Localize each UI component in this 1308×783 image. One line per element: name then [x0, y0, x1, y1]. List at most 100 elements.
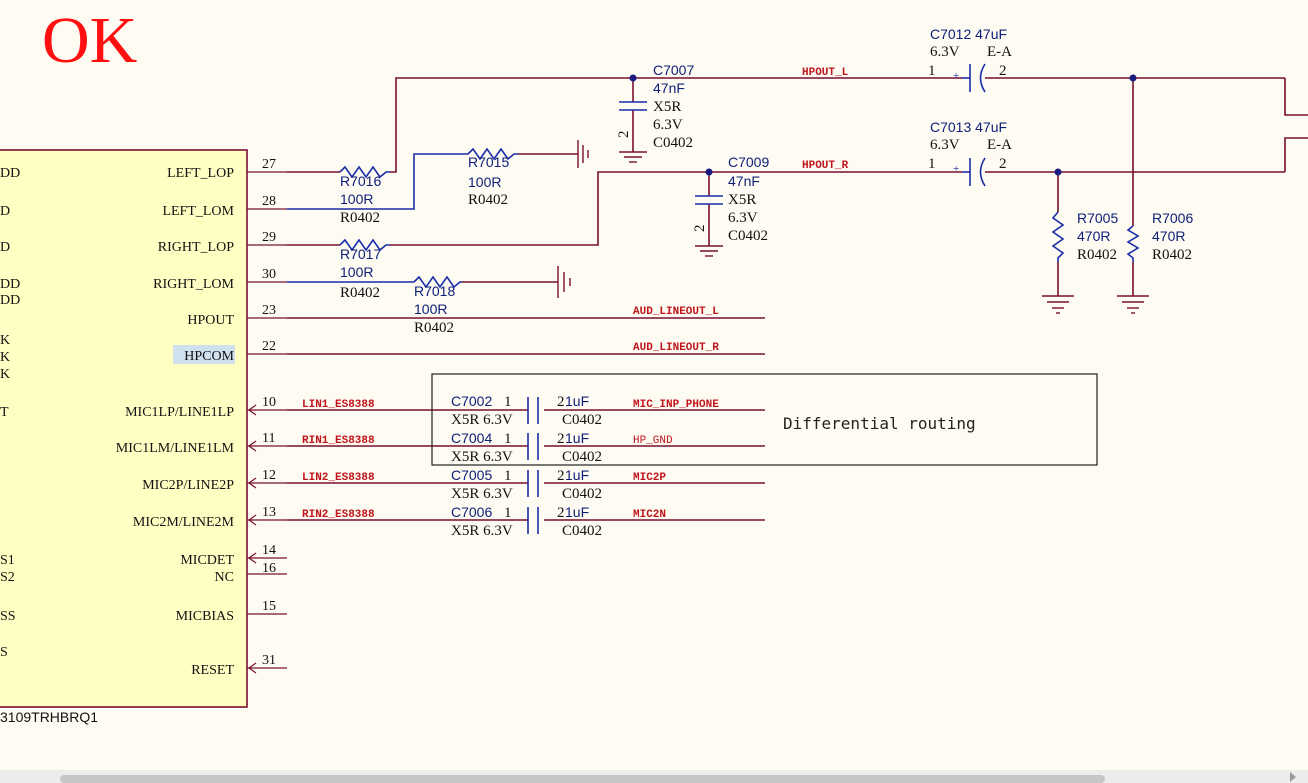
c7012-plus: +	[953, 70, 959, 82]
c7013-type: E-A	[987, 137, 1012, 153]
pin-name-mic1lp: MIC1LP/LINE1LP	[125, 405, 234, 420]
c7004-val: 1uF	[565, 430, 589, 446]
net-lin2: LIN2_ES8388	[302, 472, 375, 484]
resistor-symbols[interactable]	[339, 147, 1140, 289]
ceramic-caps[interactable]	[527, 101, 723, 534]
capacitor-labels: C7007 47nF X5R 6.3V C0402 2 C7009 47nF X…	[451, 26, 1012, 539]
c7012-ref: C7012 47uF	[930, 26, 1007, 42]
net-hpout-r: HPOUT_R	[802, 160, 849, 172]
pin-name-mic2m: MIC2M/LINE2M	[133, 515, 235, 530]
ic-left-pin-label: K	[0, 333, 10, 348]
net-rin2: RIN2_ES8388	[302, 509, 375, 521]
c7005-pkg: C0402	[562, 486, 602, 502]
c7012-volt: 6.3V	[930, 44, 960, 60]
r7006-ref: R7006	[1152, 210, 1193, 226]
r7015-ref: R7015	[468, 154, 509, 170]
ic-pin-lines[interactable]: 27 28 29 30 23 22 10 11 12 13 14 16 15 3…	[247, 157, 287, 674]
c7005-val: 1uF	[565, 467, 589, 483]
c7012-p2: 2	[999, 63, 1007, 79]
c7007-pin: 2	[616, 131, 632, 139]
net-hpout-l: HPOUT_L	[802, 67, 849, 79]
r7017-ref: R7017	[340, 246, 381, 262]
c7006-pkg: C0402	[562, 523, 602, 539]
output-wires[interactable]	[287, 77, 1308, 521]
c7006-spec: X5R 6.3V	[451, 523, 513, 539]
ic-left-pin-label: SS	[0, 609, 16, 624]
ic-body[interactable]	[0, 149, 248, 708]
junction-dots	[629, 74, 1137, 176]
horizontal-scrollbar[interactable]	[0, 770, 1308, 783]
c7002-pkg: C0402	[562, 412, 602, 428]
scroll-right-arrow-icon[interactable]	[1290, 772, 1296, 782]
net-mic2n: MIC2N	[633, 509, 666, 521]
c7006-p1: 1	[504, 505, 512, 521]
c7002-val: 1uF	[565, 393, 589, 409]
net-hp-gnd: HP_GND	[633, 435, 673, 447]
c7005-p1: 1	[504, 468, 512, 484]
pin-name-micbias: MICBIAS	[176, 609, 234, 624]
ic-left-pin-label: S1	[0, 553, 15, 568]
c7013-p2: 2	[999, 156, 1007, 172]
net-aud-lineout-r: AUD_LINEOUT_R	[633, 342, 719, 354]
c7002-ref: C7002	[451, 393, 492, 409]
r7015-pkg: R0402	[468, 192, 508, 208]
pin-num: 10	[262, 395, 276, 410]
ground-symbols	[557, 140, 1149, 314]
ic-left-pin-label: S	[0, 645, 8, 660]
r7005-val: 470R	[1077, 228, 1110, 244]
r7018-pkg: R0402	[414, 320, 454, 336]
c7009-pkg: C0402	[728, 228, 768, 244]
ic-left-pin-label: S2	[0, 570, 15, 585]
r7018-ref: R7018	[414, 283, 455, 299]
r7018-val: 100R	[414, 301, 447, 317]
c7007-val: 47nF	[653, 80, 685, 96]
r7015-val: 100R	[468, 174, 501, 190]
r7005-pkg: R0402	[1077, 247, 1117, 263]
c7002-p2: 2	[557, 394, 565, 410]
ic-left-pin-label: DD	[0, 166, 20, 181]
pin-num: 28	[262, 194, 276, 209]
pin-name-mic1lm: MIC1LM/LINE1LM	[116, 441, 235, 456]
c7006-p2: 2	[557, 505, 565, 521]
c7007-diel: X5R	[653, 99, 681, 115]
pin-num: 11	[262, 431, 275, 446]
electrolytic-caps[interactable]	[962, 63, 986, 187]
pin-name-nc: NC	[215, 570, 234, 585]
c7013-ref: C7013 47uF	[930, 119, 1007, 135]
c7013-volt: 6.3V	[930, 137, 960, 153]
ic-part-number: 3109TRHBRQ1	[0, 709, 98, 725]
differential-routing-box[interactable]	[431, 373, 1098, 466]
pin-num: 12	[262, 468, 276, 483]
ic-left-pin-label: K	[0, 367, 10, 382]
r7005-ref: R7005	[1077, 210, 1118, 226]
scrollbar-thumb[interactable]	[60, 775, 1105, 783]
pin-num: 30	[262, 267, 276, 282]
net-lin1: LIN1_ES8388	[302, 399, 375, 411]
pin-name-right-lom: RIGHT_LOM	[153, 277, 234, 292]
differential-routing-note: Differential routing	[783, 414, 976, 433]
net-labels[interactable]: HPOUT_L HPOUT_R AUD_LINEOUT_L AUD_LINEOU…	[302, 67, 849, 521]
ic-left-pin-label: DD	[0, 293, 20, 308]
pin-name-hpout: HPOUT	[187, 313, 234, 328]
ic-left-pin-label: D	[0, 240, 10, 255]
hpcom-highlight	[173, 345, 235, 364]
r7006-pkg: R0402	[1152, 247, 1192, 263]
pin-num: 13	[262, 505, 276, 520]
pin-num: 23	[262, 303, 276, 318]
pin-num: 31	[262, 653, 276, 668]
c7012-p1: 1	[928, 63, 936, 79]
c7005-p2: 2	[557, 468, 565, 484]
pin-num: 15	[262, 599, 276, 614]
ic-left-pin-fragments: DD D D DD DD K K K T S1 S2 SS S	[0, 166, 20, 660]
pin-name-micdet: MICDET	[180, 553, 234, 568]
r7016-val: 100R	[340, 191, 373, 207]
c7009-diel: X5R	[728, 192, 756, 208]
net-aud-lineout-l: AUD_LINEOUT_L	[633, 306, 719, 318]
c7012-type: E-A	[987, 44, 1012, 60]
c7004-p1: 1	[504, 431, 512, 447]
r7017-pkg: R0402	[340, 285, 380, 301]
r7016-ref: R7016	[340, 173, 381, 189]
r7006-val: 470R	[1152, 228, 1185, 244]
c7007-ref: C7007	[653, 62, 694, 78]
c7002-spec: X5R 6.3V	[451, 412, 513, 428]
